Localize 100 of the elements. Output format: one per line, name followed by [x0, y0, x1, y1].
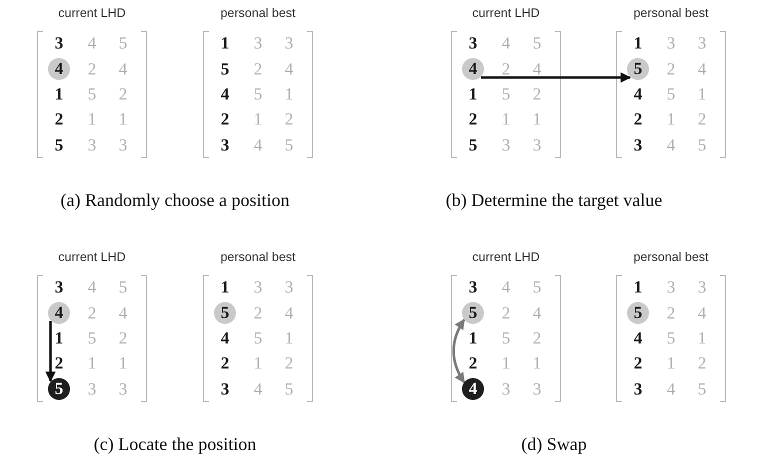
matrix-entry: 3 [88, 136, 96, 154]
matrix-heading: current LHD [472, 6, 540, 20]
matrix-entry: 1 [698, 86, 706, 102]
matrix-entry: 2 [220, 354, 230, 372]
matrix-entry: 2 [220, 110, 230, 128]
matrix-entry: 3 [54, 34, 64, 52]
matrix-entry: 2 [634, 110, 642, 128]
panel-caption: (a) Randomly choose a position [60, 190, 290, 211]
matrix-entry: 5 [220, 60, 230, 78]
matrix-entry: 3 [634, 136, 642, 154]
panel-caption: (b) Determine the target value [446, 190, 662, 211]
matrix-entry: 4 [502, 278, 510, 296]
matrix-entry: 4 [532, 60, 542, 78]
matrix-entry: 4 [666, 136, 676, 154]
matrix-heading: current LHD [472, 250, 540, 264]
matrix-entry: 2 [666, 60, 676, 78]
matrix-entry: 1 [88, 354, 96, 372]
matrix-entry: 2 [502, 304, 510, 322]
highlighted-entry: 4 [462, 378, 484, 400]
matrix-entry: 1 [666, 354, 676, 372]
panel-caption: (d) Swap [521, 434, 587, 455]
matrix-entry: 3 [88, 380, 96, 398]
highlighted-entry: 5 [627, 58, 649, 80]
matrix-entry: 2 [118, 86, 128, 102]
matrix-entry: 5 [88, 330, 96, 346]
arrow [452, 318, 466, 384]
matrix-entry: 1 [54, 330, 64, 346]
matrix-entry: 2 [698, 354, 706, 372]
matrix-entry: 3 [532, 136, 542, 154]
matrix-entry: 1 [634, 34, 642, 52]
matrix-entry: 5 [284, 380, 294, 398]
matrix-entry: 2 [284, 110, 294, 128]
arrow [45, 320, 56, 382]
matrix-entry: 5 [88, 86, 96, 102]
matrix-entry: 5 [468, 136, 478, 154]
matrix-entry: 3 [468, 278, 478, 296]
matrix-entry: 4 [284, 304, 294, 322]
matrix-entry: 4 [666, 380, 676, 398]
matrix-entry: 3 [502, 136, 510, 154]
matrix-entry: 5 [532, 278, 542, 296]
matrix-entry: 1 [532, 110, 542, 128]
matrix-heading: personal best [220, 6, 296, 20]
matrix-entry: 1 [532, 354, 542, 372]
matrix-entry: 2 [468, 110, 478, 128]
matrix-heading: personal best [220, 250, 296, 264]
matrix-entry: 5 [254, 86, 262, 102]
matrix-entry: 3 [666, 278, 676, 296]
matrix-entry: 4 [698, 304, 706, 322]
matrix-entry: 1 [88, 110, 96, 128]
highlighted-entry: 5 [627, 302, 649, 324]
matrix-entry: 1 [502, 354, 510, 372]
matrix-entry: 5 [698, 136, 706, 154]
matrix-entry: 3 [634, 380, 642, 398]
matrix-entry: 2 [502, 60, 510, 78]
matrix-entry: 1 [54, 86, 64, 102]
matrix-entry: 2 [54, 110, 64, 128]
matrix-entry: 5 [666, 86, 676, 102]
highlighted-entry: 5 [462, 302, 484, 324]
matrix-entry: 2 [88, 304, 96, 322]
matrix-entry: 4 [502, 34, 510, 52]
matrix-entry: 1 [284, 86, 294, 102]
matrix-entry: 4 [284, 60, 294, 78]
matrix-entry: 1 [502, 110, 510, 128]
matrix-entry: 2 [88, 60, 96, 78]
matrix-entry: 5 [118, 34, 128, 52]
panel-caption: (c) Locate the position [94, 434, 256, 455]
matrix-entry: 1 [666, 110, 676, 128]
matrix-entry: 4 [220, 86, 230, 102]
matrix-entry: 3 [220, 136, 230, 154]
highlighted-entry: 5 [214, 302, 236, 324]
matrix-entry: 3 [54, 278, 64, 296]
matrix-entry: 1 [254, 110, 262, 128]
matrix-entry: 1 [468, 330, 478, 346]
matrix-entry: 5 [502, 86, 510, 102]
matrix-entry: 2 [698, 110, 706, 128]
matrix-entry: 4 [254, 380, 262, 398]
matrix-entry: 3 [698, 278, 706, 296]
matrix-entry: 1 [284, 330, 294, 346]
matrix-entry: 3 [118, 136, 128, 154]
matrix-entry: 3 [284, 278, 294, 296]
arrow [480, 72, 632, 83]
matrix-entry: 4 [634, 86, 642, 102]
matrix-entry: 5 [54, 136, 64, 154]
matrix-entry: 3 [502, 380, 510, 398]
matrix-entry: 3 [468, 34, 478, 52]
highlighted-entry: 5 [48, 378, 70, 400]
matrix-entry: 1 [118, 354, 128, 372]
matrix-entry: 3 [254, 34, 262, 52]
matrix-entry: 5 [284, 136, 294, 154]
matrix-entry: 2 [468, 354, 478, 372]
matrix-entry: 2 [254, 304, 262, 322]
matrix-entry: 2 [118, 330, 128, 346]
matrix-heading: personal best [633, 6, 709, 20]
matrix-heading: current LHD [58, 250, 126, 264]
matrix-entry: 5 [532, 34, 542, 52]
matrix-entry: 1 [698, 330, 706, 346]
matrix-entry: 3 [118, 380, 128, 398]
matrix-entry: 1 [118, 110, 128, 128]
matrix-entry: 2 [254, 60, 262, 78]
matrix-entry: 3 [532, 380, 542, 398]
